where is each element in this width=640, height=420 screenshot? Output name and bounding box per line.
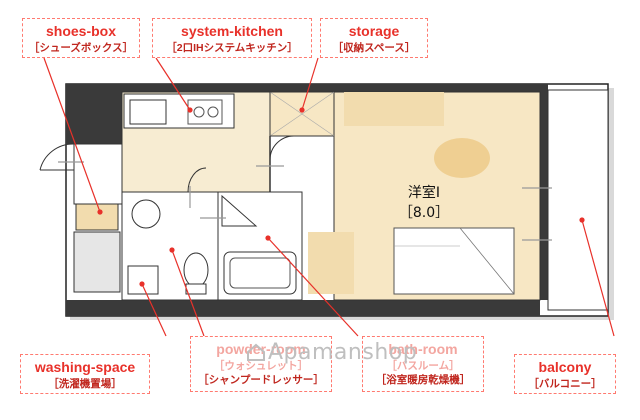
wash-basin: [131, 199, 161, 229]
bathtub: [223, 251, 297, 295]
indicator-lines: [43, 57, 615, 337]
label-storage: storage ［収納スペース］: [320, 18, 428, 58]
label-powder-room-jp-2: ［シャンプードレッサー］: [198, 374, 324, 386]
furniture-top: [344, 92, 444, 126]
watermark-text: Apamanshop: [268, 340, 418, 365]
ih-burner-1: [193, 106, 205, 118]
opening-arrows: [58, 161, 552, 241]
balcony-wall: [540, 138, 548, 300]
label-system-kitchen-en: system-kitchen: [181, 23, 283, 39]
label-bath-room-jp-1: ［バスルーム］: [386, 360, 460, 372]
toilet-tank: [185, 283, 207, 295]
label-storage-jp: ［収納スペース］: [332, 42, 416, 54]
washing-machine-space: [73, 231, 121, 293]
label-washing-space: washing-space ［洗濯機置場］: [20, 354, 150, 394]
bath-door-swing: [221, 194, 258, 227]
bottom-wall: [66, 300, 540, 316]
label-bath-room: bath-room ［バスルーム］ ［浴室暖房乾燥機］: [362, 336, 484, 392]
label-balcony-en: balcony: [538, 359, 592, 375]
label-powder-room-jp-1: ［ウォシュレット］: [213, 360, 309, 372]
room-title: 洋室Ⅰ: [407, 185, 441, 201]
ih-stove: [187, 99, 223, 125]
room-name: 洋室Ⅰ ［8.0］: [384, 182, 464, 222]
powder-cabinet: [127, 265, 159, 295]
shoes-box-area: [75, 203, 119, 231]
label-bath-room-en: bath-room: [388, 341, 458, 357]
kitchen-sink: [129, 99, 167, 125]
bed-fold: [459, 227, 515, 295]
label-balcony: balcony ［バルコニー］: [514, 354, 616, 394]
toilet: [183, 252, 209, 288]
label-washing-space-jp: ［洗濯機置場］: [48, 378, 122, 390]
label-system-kitchen: system-kitchen ［2口IHシステムキッチン］: [152, 18, 312, 58]
shelf: [308, 232, 354, 294]
apamanshop-logo-icon: [247, 343, 265, 361]
pillar-top-left: [66, 84, 122, 144]
label-washing-space-en: washing-space: [34, 359, 136, 375]
storage-hatch-2: [269, 91, 335, 137]
balcony-area: [547, 89, 609, 311]
label-shoes-box-en: shoes-box: [45, 23, 116, 39]
top-wall: [122, 84, 506, 92]
entrance-door-swing: [39, 143, 75, 171]
label-bath-room-jp-2: ［浴室暖房乾燥機］: [375, 374, 471, 386]
watermark: Apamanshop: [246, 340, 417, 365]
room-size: ［8.0］: [398, 205, 450, 221]
entrance: [73, 143, 123, 205]
label-balcony-jp: ［バルコニー］: [528, 378, 602, 390]
table-shape: [434, 138, 490, 178]
label-shoes-box-jp: ［シューズボックス］: [28, 42, 134, 54]
label-storage-en: storage: [348, 23, 400, 39]
bed: [393, 227, 515, 295]
label-shoes-box: shoes-box ［シューズボックス］: [22, 18, 140, 58]
kitchen-door-swing: [187, 167, 207, 193]
bathtub-inner: [229, 257, 291, 289]
ih-burner-2: [207, 106, 219, 118]
label-system-kitchen-jp: ［2口IHシステムキッチン］: [166, 42, 298, 54]
